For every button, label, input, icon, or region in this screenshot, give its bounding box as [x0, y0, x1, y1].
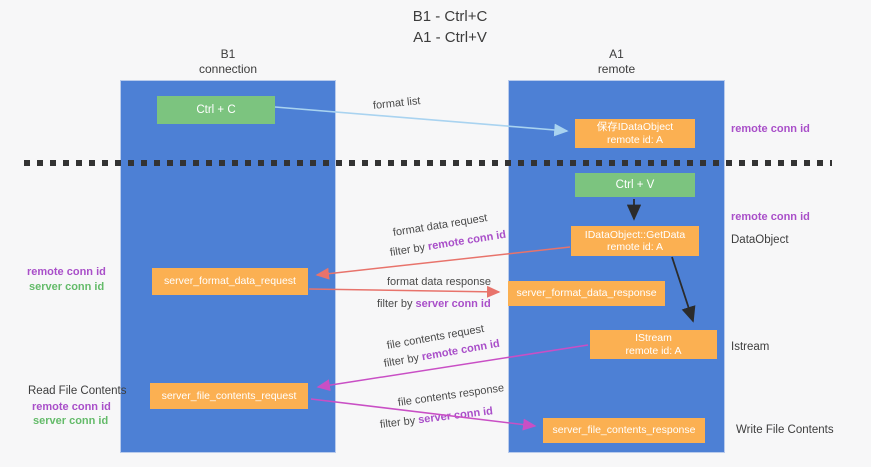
dataobject-annotation: DataObject: [731, 234, 789, 246]
left-column-role: connection: [198, 62, 258, 76]
title-line-1: B1 - Ctrl+C: [412, 8, 488, 25]
remote-conn-id-annotation-mid: remote conn id: [731, 211, 810, 223]
format-data-response-arrow: [308, 285, 501, 298]
ctrl-c-label: Ctrl + C: [196, 103, 236, 116]
left-column-header: B1 connection: [120, 47, 336, 77]
istream-line1: IStream: [635, 332, 672, 344]
istream-box: IStream remote id: A: [590, 330, 717, 359]
save-idataobject-line2: remote id: A: [606, 133, 664, 146]
save-idataobject-box: 保存IDataObject remote id: A: [575, 119, 695, 148]
read-file-contents-annotation: Read File Contents: [28, 385, 127, 397]
remote-conn-id-annotation-left-top: remote conn id: [27, 266, 106, 278]
server-file-contents-request-label: server_file_contents_request: [161, 389, 297, 402]
idataobject-getdata-box: IDataObject::GetData remote id: A: [571, 226, 699, 256]
server-file-contents-response-box: server_file_contents_response: [543, 418, 705, 443]
filter-prefix: filter by: [382, 351, 423, 370]
write-file-contents-annotation: Write File Contents: [736, 424, 834, 436]
server-format-data-request-label: server_format_data_request: [164, 275, 296, 288]
filter-by-server-conn-id-format-label: filter by server conn id: [377, 298, 491, 310]
filter-by-server-conn-id-file-label: filter by server conn id: [379, 405, 493, 431]
diagram-title: B1 - Ctrl+C A1 - Ctrl+V: [330, 6, 570, 48]
filter-value: remote conn id: [427, 228, 507, 253]
server-format-data-response-box: server_format_data_response: [508, 281, 665, 306]
save-idataobject-line1: 保存IDataObject: [596, 121, 674, 133]
server-conn-id-annotation-left-top: server conn id: [29, 281, 105, 293]
server-file-contents-request-box: server_file_contents_request: [150, 383, 308, 409]
ctrl-v-box: Ctrl + V: [575, 173, 695, 197]
filter-value: server conn id: [417, 405, 494, 427]
filter-prefix: filter by: [377, 298, 416, 310]
remote-conn-id-annotation-top: remote conn id: [731, 123, 810, 135]
filter-value: server conn id: [415, 298, 491, 310]
filter-prefix: filter by: [389, 241, 429, 259]
left-column-name: B1: [220, 47, 236, 61]
server-conn-id-annotation-left-bottom: server conn id: [33, 415, 109, 427]
filter-prefix: filter by: [379, 414, 419, 431]
getdata-line1: IDataObject::GetData: [584, 228, 686, 241]
format-list-label: format list: [372, 95, 422, 112]
istream-annotation: Istream: [731, 341, 770, 353]
ctrl-v-label: Ctrl + V: [615, 178, 655, 191]
istream-line2: remote id: A: [625, 344, 682, 357]
right-column-name: A1: [609, 47, 624, 61]
remote-conn-id-annotation-left-bottom: remote conn id: [32, 401, 111, 413]
title-line-2: A1 - Ctrl+V: [413, 29, 487, 46]
server-format-data-request-box: server_format_data_request: [152, 268, 308, 295]
ctrl-c-box: Ctrl + C: [157, 96, 275, 124]
getdata-line2: remote id: A: [606, 241, 664, 253]
right-column-header: A1 remote: [508, 47, 725, 77]
format-data-response-label: format data response: [387, 276, 491, 288]
server-format-data-response-label: server_format_data_response: [516, 287, 657, 300]
server-file-contents-response-label: server_file_contents_response: [552, 424, 696, 437]
right-column-role: remote: [597, 62, 636, 76]
phase-divider-dashed-line: [24, 160, 832, 166]
